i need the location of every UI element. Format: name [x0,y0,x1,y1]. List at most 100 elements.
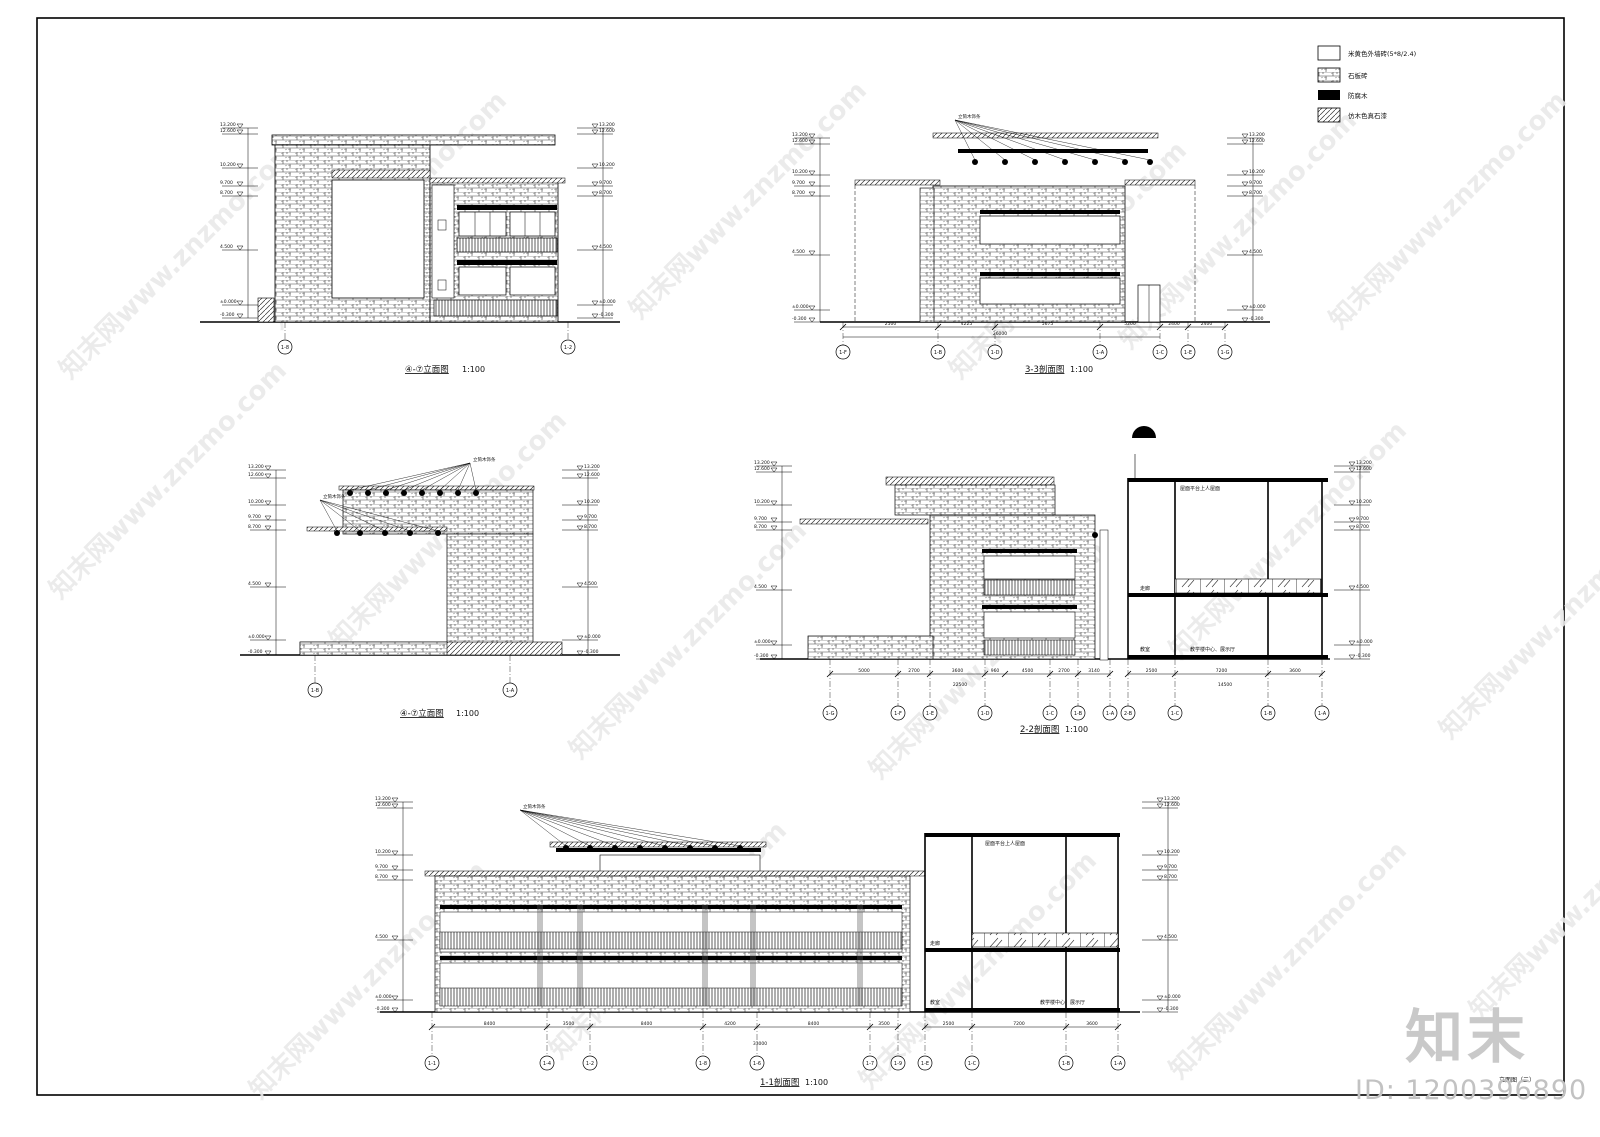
s1-left-level-text-5: 4.500 [375,934,388,940]
ea-left-level-mark-2 [236,163,244,169]
eb-right-level-text-0: 13.200 [584,464,600,470]
s2a-dim-text-3: 960 [991,668,1000,674]
ebTop-dot-3 [401,490,407,496]
s2-grid-bubble-8 [1167,705,1183,721]
s1-right-level-text-1: 12.600 [1164,802,1180,808]
s2-left-level-text-2: 10.200 [754,499,770,505]
s1-left-level-text-3: 9.700 [375,864,388,870]
s1-leader-2 [519,809,616,847]
legend-swatch-stone [1317,67,1341,83]
ebTop-dot-5 [437,490,443,496]
s3-grid-label-0: 1-F [839,350,847,356]
s2-left-level-mark-5 [770,585,778,591]
s3-leader-0 [954,119,976,161]
s2-right-level-text-2: 10.200 [1356,499,1372,505]
ea-right-level-text-0: 13.200 [599,122,615,128]
s2-right-level-mark-4 [1348,525,1356,531]
s3-dot-2 [1032,159,1038,165]
s1-dot-7 [737,845,743,851]
ea-left-level-text-4: 8.700 [220,190,233,196]
ea-right-level-mark-3 [591,181,599,187]
s3-grid-bubble-2 [987,344,1003,360]
watermark-id: ID: 1200396890 [1355,1075,1588,1106]
s1-dot-4 [662,845,668,851]
s3-grid-label-1: 1-B [934,350,943,356]
ebTop-leader-5 [439,462,471,491]
s3-left-level-mark-5 [808,250,816,256]
ebBot-dot-4 [435,530,441,536]
s1-grid-bubble-6 [890,1055,906,1071]
s3-grid-bubble-4 [1152,344,1168,360]
ea-left-level-text-5: 4.500 [220,244,233,250]
s1a-dim-text-1: 3500 [563,1021,575,1027]
s2-left-level-text-6: ±0.000 [754,639,771,645]
ea-right-level-text-7: -0.300 [599,312,614,318]
ea-right-level-mark-6 [591,300,599,306]
ea-right-level-text-1: 12.600 [599,128,615,134]
eb-right-level-text-5: 4.500 [584,581,597,587]
ea-right-level-mark-0 [591,123,599,129]
section-1-1-title-text: 1-1剖面图 [760,1077,799,1088]
s1-grid-label-2: 1-2 [586,1061,594,1067]
s2-grid-label-4: 1-C [1046,711,1055,717]
s1-grid-bubble-3 [695,1055,711,1071]
legend-label-3: 仿木色真石漆 [1348,111,1388,120]
s3-dot-4 [1092,159,1098,165]
eb-right-level-text-1: 12.600 [584,472,600,478]
s3-right-level-mark-0 [1241,133,1249,139]
section-2-2-scale: 1:100 [1065,725,1088,734]
s3-left-level-mark-0 [808,133,816,139]
ebBot-leader-1 [319,499,361,532]
s3-right-level-text-3: 9.700 [1249,180,1262,186]
s2-total-b: 14500 [1218,682,1232,688]
ebTop-leader-6 [457,462,471,491]
s1a-dim-text-3: 4200 [724,1021,736,1027]
s1-leader-5 [519,809,691,847]
s2-grid-bubble-5 [1070,705,1086,721]
sect2-corridor-label: 走廊 [1140,585,1150,592]
s2-grid-label-3: 1-D [981,711,990,717]
s1-total-text: 33000 [753,1041,767,1047]
s2-dot-0 [1092,532,1098,538]
watermark-text-6: 知末网www.znzmo.com [44,356,293,605]
s3-dim-text-2: 5675 [1042,321,1054,327]
s3-dot-1 [1002,159,1008,165]
section-3-3-title: 3-3剖面图 1:100 [1025,364,1093,375]
ea-right-level-text-2: 10.200 [599,162,615,168]
s3-dot-5 [1122,159,1128,165]
eb-right-level-text-2: 10.200 [584,499,600,505]
s3-grid-label-3: 1-A [1096,350,1105,356]
s2a-dim-text-4: 4500 [1022,668,1034,674]
s2-left-level-text-0: 13.200 [754,460,770,466]
s2-grid-bubble-6 [1102,705,1118,721]
eb-left-level-text-1: 12.600 [248,472,264,478]
s3-right-level-text-5: 4.500 [1249,249,1262,255]
s3-right-level-text-0: 13.200 [1249,132,1265,138]
s1-left-level-mark-7 [391,1007,399,1013]
ea-right-level-text-4: 8.700 [599,190,612,196]
s1-right-level-text-3: 9.700 [1164,864,1177,870]
s2-left-level-mark-2 [770,500,778,506]
ea-grid-label-0: 1-8 [281,345,289,351]
watermark-text-0: 知末网www.znzmo.com [54,136,303,385]
s3-leader-2 [954,119,1036,161]
s2b-dim-text-2: 3600 [1289,668,1301,674]
s1-right-level-text-5: 4.500 [1164,934,1177,940]
section-3-3-scale: 1:100 [1070,365,1093,374]
sheet-border [36,17,1565,1096]
ebTop-leader-4 [421,462,471,491]
s3-total-text: 26000 [993,331,1007,337]
s2-left-level-mark-6 [770,640,778,646]
s3-left-level-mark-6 [808,305,816,311]
eb-right-level-mark-2 [576,500,584,506]
ea-left-level-mark-6 [236,300,244,306]
ebTop-dot-4 [419,490,425,496]
s1-leader-0 [519,809,567,847]
ea-left-level-mark-3 [236,181,244,187]
s2-grid-label-10: 1-A [1318,711,1327,717]
s2-right-level-text-0: 13.200 [1356,460,1372,466]
eb-right-level-mark-3 [576,515,584,521]
ebTop-leader-7 [469,462,477,491]
s3-right-level-text-7: -0.300 [1249,316,1264,322]
